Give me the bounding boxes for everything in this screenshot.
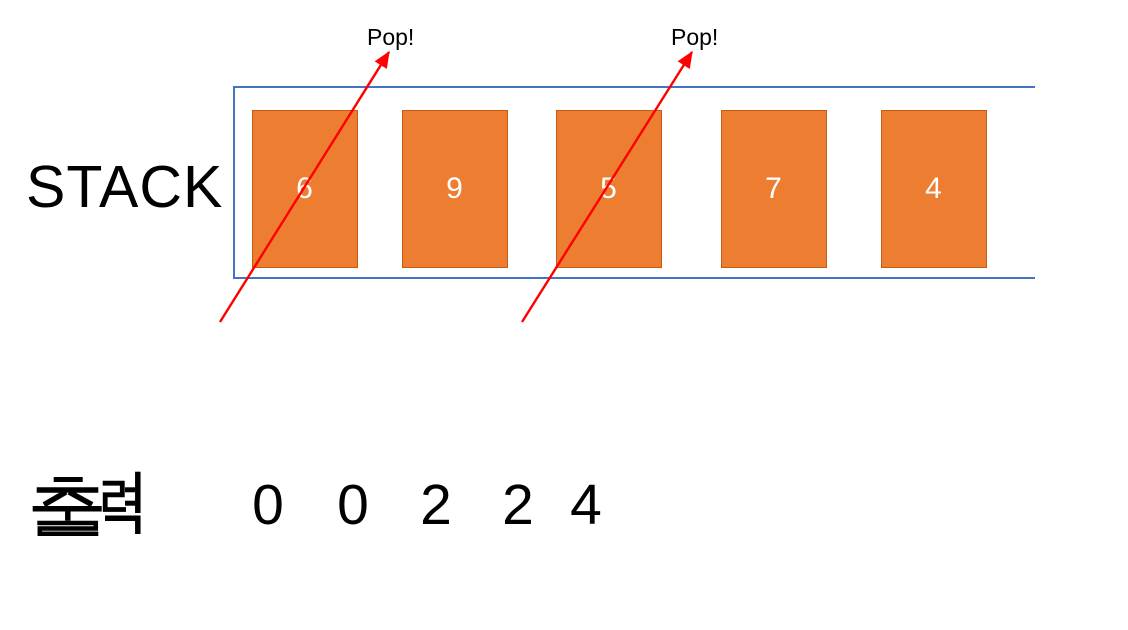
stack-item-value-4: 7 [765,171,782,205]
output-value-5: 4 [570,473,602,537]
output-label-glyphs [32,471,141,537]
stack-item-value-3: 5 [600,171,617,205]
hangul-ryeok-glyph [102,471,141,534]
output-value-2: 0 [337,473,369,537]
stack-item-value-2: 9 [446,171,463,205]
stack-item-value-5: 4 [925,171,942,205]
pop-label-2: Pop! [671,24,719,50]
output-label-text: 출력 [0,0,1,1]
stack-item-value-1: 6 [296,171,313,205]
stack-box-5: 4 [880,109,987,268]
stack-box-4: 7 [720,109,827,268]
stack-box-2: 9 [401,109,508,268]
stack-container: 6 9 5 7 4 [233,86,1035,279]
pop-label-1: Pop! [367,24,415,50]
output-value-4: 2 [502,473,534,537]
stack-label: STACK [26,154,224,220]
stack-box-3: 5 [555,109,662,268]
stack-box-1: 6 [251,109,358,268]
hangul-chul-glyph [32,477,102,537]
output-value-1: 0 [252,473,284,537]
output-value-3: 2 [420,473,452,537]
